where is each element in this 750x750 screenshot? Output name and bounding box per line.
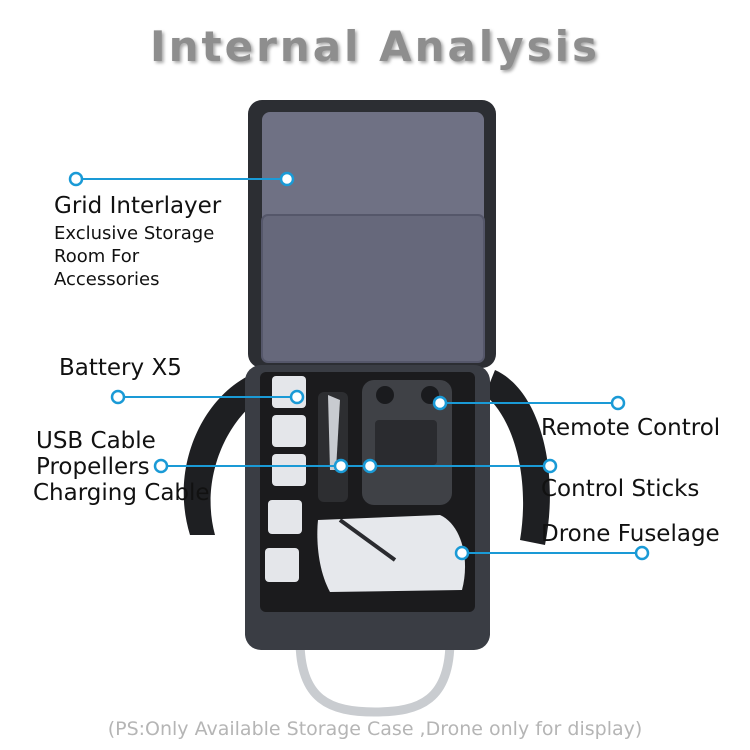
callout-dots: [68, 171, 650, 561]
page-title: Internal Analysis: [150, 22, 600, 71]
remote-control-label: Remote Control: [541, 415, 721, 441]
drone-fuselage: [317, 515, 466, 592]
drone-fuselage-label: Drone Fuselage: [541, 521, 720, 547]
drone-arm: [338, 518, 397, 562]
grid-interlayer-pocket: [261, 214, 485, 363]
grid-interlayer-line: Accessories: [54, 269, 160, 290]
carry-handle: [295, 639, 455, 717]
grid-interlayer-line: Room For: [54, 246, 140, 267]
footnote: (PS:Only Available Storage Case ,Drone o…: [107, 718, 643, 740]
battery: [268, 500, 302, 534]
remote-clamp: [375, 420, 437, 465]
battery-label: Battery X5: [59, 355, 182, 381]
battery: [272, 454, 306, 486]
charging-cable-label: Charging Cable: [33, 480, 210, 506]
grid-interlayer-line: Exclusive Storage: [54, 223, 215, 244]
grid-interlayer-desc: Exclusive Storage Room For Accessories: [54, 222, 214, 291]
battery: [272, 415, 306, 447]
shoulder-strap-right: [485, 370, 550, 545]
stick-left: [376, 386, 394, 404]
battery: [265, 548, 299, 582]
propeller-blade: [328, 395, 340, 470]
propellers-label: Propellers: [36, 454, 150, 480]
shoulder-strap: [183, 375, 265, 535]
control-sticks-label: Control Sticks: [541, 476, 700, 502]
grid-interlayer-heading: Grid Interlayer: [54, 193, 222, 219]
usb-cable-label: USB Cable: [36, 428, 156, 454]
